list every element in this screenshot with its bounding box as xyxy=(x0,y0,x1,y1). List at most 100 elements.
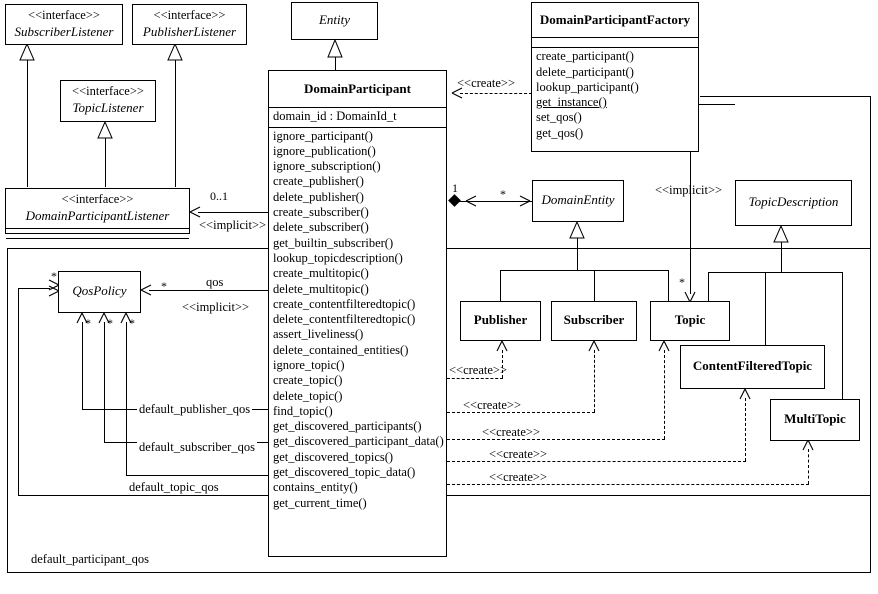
class-domain-participant-listener-stereotype: <<interface>> xyxy=(61,192,134,206)
operation-item[interactable]: create_subscriber() xyxy=(273,205,369,220)
operation-item[interactable]: create_participant() xyxy=(536,49,634,64)
operation-item[interactable]: create_contentfilteredtopic() xyxy=(273,296,416,311)
dep-create-multitopic-h xyxy=(447,484,809,485)
label-multiplicity-one: 1 xyxy=(452,181,458,195)
label-star-domainentity: * xyxy=(500,187,506,201)
operation-item[interactable]: get_discovered_participants() xyxy=(273,419,422,434)
operation-item[interactable]: assert_liveliness() xyxy=(273,327,364,342)
class-qos-policy-header: QosPolicy xyxy=(59,272,140,303)
attribute-domain-id: domain_id : DomainId_t xyxy=(273,109,397,124)
class-publisher-listener-name: PublisherListener xyxy=(142,23,237,39)
operation-item[interactable]: find_topic() xyxy=(273,403,333,418)
operation-item[interactable]: create_topic() xyxy=(273,373,343,388)
operation-item-static[interactable]: get_instance() xyxy=(536,95,607,110)
dep-create-topic-h xyxy=(447,439,665,440)
dep-create-publisher-h xyxy=(447,378,503,379)
qos-line-participant-v xyxy=(18,288,19,495)
operation-item[interactable]: lookup_topicdescription() xyxy=(273,250,403,265)
class-topic-listener-stereotype: <<interface>> xyxy=(72,84,144,98)
class-publisher-listener[interactable]: <<interface>> PublisherListener xyxy=(132,4,247,45)
class-topic-listener[interactable]: <<interface>> TopicListener xyxy=(60,80,156,122)
operation-item[interactable]: get_builtin_subscriber() xyxy=(273,235,394,250)
gen-drop-multitopic xyxy=(842,272,843,399)
operation-item[interactable]: ignore_participant() xyxy=(273,128,373,143)
qos-line-participant-h-factory xyxy=(700,96,871,97)
class-domain-participant-factory-name: DomainParticipantFactory xyxy=(539,12,691,27)
class-subscriber-header: Subscriber xyxy=(552,302,636,332)
operation-item[interactable]: lookup_participant() xyxy=(536,79,639,94)
class-subscriber-listener[interactable]: <<interface>> SubscriberListener xyxy=(5,4,123,45)
class-entity[interactable]: Entity xyxy=(291,2,378,40)
class-topic[interactable]: Topic xyxy=(650,301,730,341)
operation-item[interactable]: delete_contentfilteredtopic() xyxy=(273,312,416,327)
class-domain-participant-listener[interactable]: <<interface>> DomainParticipantListener xyxy=(5,188,190,239)
class-domain-participant-factory[interactable]: DomainParticipantFactory create_particip… xyxy=(531,2,699,152)
dep-create-subscriber-h xyxy=(447,412,595,413)
assoc-line-topicdescription-topic-v xyxy=(690,104,691,294)
qos-line-subscriber-v1 xyxy=(104,322,105,442)
operation-item[interactable]: ignore_publication() xyxy=(273,143,376,158)
class-publisher[interactable]: Publisher xyxy=(460,301,541,341)
class-domain-participant-factory-operations: create_participant() delete_participant(… xyxy=(532,47,698,143)
class-domain-participant-listener-header: <<interface>> DomainParticipantListener xyxy=(6,189,189,228)
assoc-line-participant-qos xyxy=(149,290,269,291)
operation-item[interactable]: contains_entity() xyxy=(273,480,358,495)
dep-create-participant xyxy=(460,93,532,94)
class-domain-participant[interactable]: DomainParticipant domain_id : DomainId_t… xyxy=(268,70,447,557)
class-domain-participant-header: DomainParticipant xyxy=(269,71,446,107)
operation-item[interactable]: get_discovered_topics() xyxy=(273,449,394,464)
operation-item[interactable]: delete_participant() xyxy=(536,64,634,79)
operation-item[interactable]: get_discovered_topic_data() xyxy=(273,465,416,480)
class-content-filtered-topic-name: ContentFilteredTopic xyxy=(692,358,813,373)
operation-item[interactable]: create_publisher() xyxy=(273,174,364,189)
class-qos-policy[interactable]: QosPolicy xyxy=(58,271,141,313)
label-star-qos-left: * xyxy=(51,269,57,283)
label-default-subscriber-qos: default_subscriber_qos xyxy=(137,440,257,454)
dep-create-cft-h xyxy=(447,461,746,462)
class-subscriber[interactable]: Subscriber xyxy=(551,301,637,341)
gen-drop-publisher xyxy=(500,270,501,301)
label-star-topic: * xyxy=(679,275,685,289)
operation-item[interactable]: ignore_subscription() xyxy=(273,159,381,174)
class-content-filtered-topic-header: ContentFilteredTopic xyxy=(681,346,824,378)
gen-stem-topicdescription xyxy=(781,242,782,272)
gen-line-subscriberlistener xyxy=(27,60,28,187)
dep-create-cft-v xyxy=(745,398,746,461)
gen-line-entity xyxy=(335,57,336,70)
label-implicit-qos: <<implicit>> xyxy=(182,300,250,314)
class-topic-description[interactable]: TopicDescription xyxy=(735,180,852,226)
operation-item[interactable]: delete_publisher() xyxy=(273,189,364,204)
class-publisher-name: Publisher xyxy=(473,312,528,327)
class-domain-entity[interactable]: DomainEntity xyxy=(532,180,624,222)
qos-line-topic-h xyxy=(126,475,269,476)
class-topic-name: Topic xyxy=(674,312,706,327)
operation-item[interactable]: delete_subscriber() xyxy=(273,220,369,235)
operation-item[interactable]: delete_contained_entities() xyxy=(273,342,409,357)
label-create-multitopic: <<create>> xyxy=(489,470,548,484)
class-multi-topic[interactable]: MultiTopic xyxy=(770,399,860,441)
class-publisher-listener-header: <<interface>> PublisherListener xyxy=(133,5,246,44)
qos-line-participant-h-top xyxy=(18,288,50,289)
operation-item[interactable]: delete_multitopic() xyxy=(273,281,369,296)
operation-item[interactable]: create_multitopic() xyxy=(273,266,369,281)
operation-item[interactable]: ignore_topic() xyxy=(273,358,345,372)
label-create-factory: <<create>> xyxy=(457,76,516,90)
dep-create-subscriber-v xyxy=(594,350,595,412)
class-entity-header: Entity xyxy=(292,3,377,32)
class-publisher-header: Publisher xyxy=(461,302,540,332)
class-topic-listener-header: <<interface>> TopicListener xyxy=(61,81,155,120)
operation-item[interactable]: set_qos() xyxy=(536,110,582,125)
qos-line-participant-v-right xyxy=(870,96,871,496)
class-domain-entity-header: DomainEntity xyxy=(533,181,623,212)
class-subscriber-name: Subscriber xyxy=(563,312,625,327)
operation-item[interactable]: get_discovered_participant_data() xyxy=(273,434,444,449)
class-domain-participant-factory-header: DomainParticipantFactory xyxy=(532,3,698,37)
class-entity-name: Entity xyxy=(318,12,351,27)
operation-item[interactable]: get_qos() xyxy=(536,125,584,140)
operation-item[interactable]: delete_topic() xyxy=(273,388,343,403)
class-content-filtered-topic[interactable]: ContentFilteredTopic xyxy=(680,345,825,389)
assoc-line-participant-domainentity xyxy=(459,201,533,202)
gen-drop-cft xyxy=(765,272,766,345)
operation-item[interactable]: get_current_time() xyxy=(273,495,367,510)
